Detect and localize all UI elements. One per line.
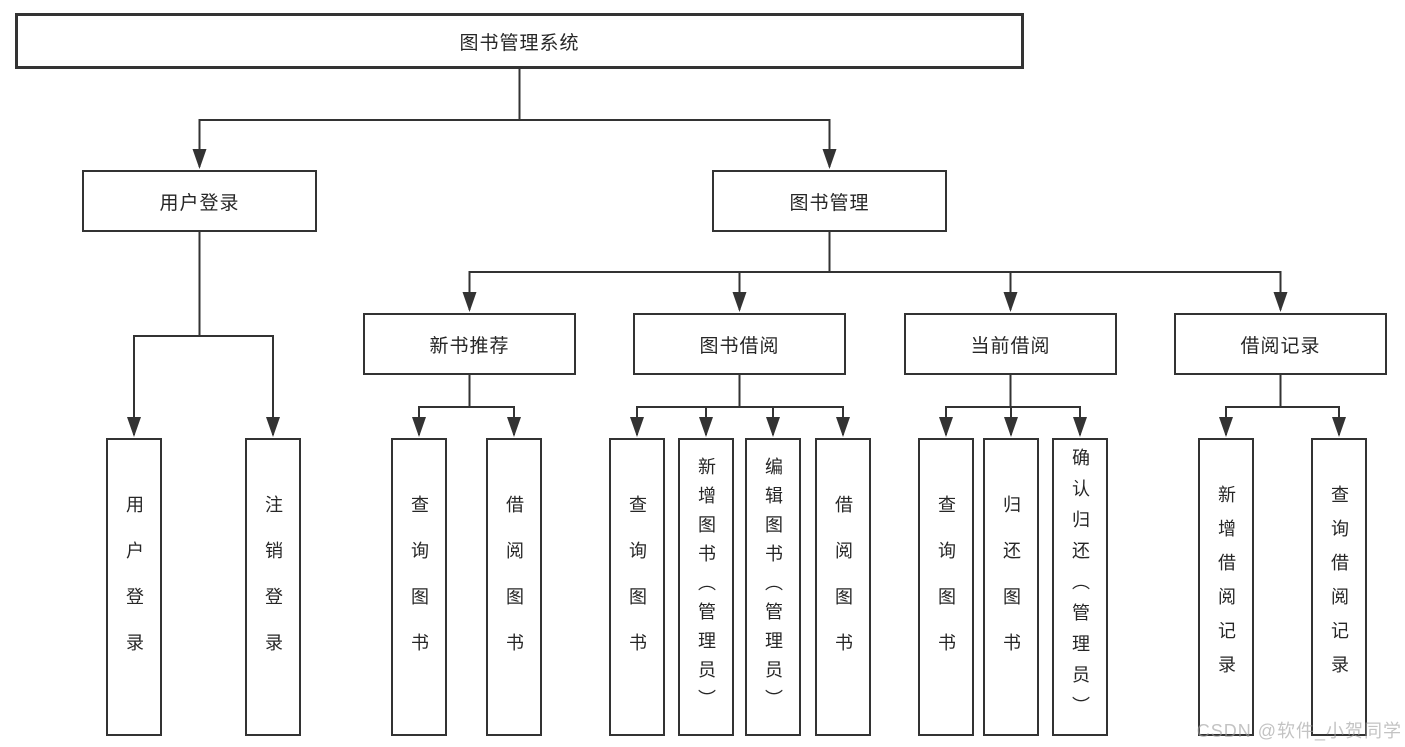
node-label: 查询图书 [409,495,429,679]
node-label: 借阅图书 [504,495,524,679]
node-label: 当前借阅 [970,335,1051,357]
node-cb-confirm-return-admin: 确认归还（管理员） [1052,438,1108,736]
node-label: 查询图书 [627,495,647,679]
node-label: 新书推荐 [429,335,510,357]
node-label: 归还图书 [1001,495,1021,679]
node-label: 用户登录 [159,192,240,214]
node-bb-add-books-admin: 新增图书（管理员） [678,438,734,736]
connector-book-management [468,231,1282,273]
node-label: 图书管理 [789,192,870,214]
node-rec-query-books: 查询图书 [391,438,447,736]
node-label: 图书管理系统 [459,32,580,54]
node-bb-edit-books-admin: 编辑图书（管理员） [745,438,801,736]
node-borrow-record: 借阅记录 [1174,313,1387,375]
node-label: 确认归还（管理员） [1070,447,1090,727]
node-label: 新增借阅记录 [1216,485,1236,689]
node-label: 编辑图书（管理员） [763,456,783,718]
node-label: 查询借阅记录 [1329,485,1349,689]
node-user-login: 用户登录 [82,170,317,232]
connector-current-borrow [945,374,1081,408]
connector-book-borrow [636,374,844,408]
node-new-book-recommend: 新书推荐 [363,313,576,375]
node-cb-query-books: 查询图书 [918,438,974,736]
node-library-management-system: 图书管理系统 [15,13,1024,69]
node-current-borrow: 当前借阅 [904,313,1117,375]
node-br-add-record: 新增借阅记录 [1198,438,1254,736]
node-label: 借阅图书 [833,495,853,679]
node-leaf-logout: 注销登录 [245,438,301,736]
node-label: 图书借阅 [699,335,780,357]
node-cb-return-books: 归还图书 [983,438,1039,736]
node-label: 用户登录 [124,495,144,679]
node-bb-borrow-books: 借阅图书 [815,438,871,736]
node-book-borrow: 图书借阅 [633,313,846,375]
connector-root [198,68,831,121]
watermark: CSDN @软件_小贺同学 [1196,721,1402,741]
node-label: 查询图书 [936,495,956,679]
node-br-query-record: 查询借阅记录 [1311,438,1367,736]
connector-new-book-recommend [418,374,515,408]
node-label: 新增图书（管理员） [696,456,716,718]
node-book-management: 图书管理 [712,170,947,232]
connector-user-login [133,231,274,337]
connector-borrow-record [1225,374,1340,408]
node-bb-query-books: 查询图书 [609,438,665,736]
node-label: 借阅记录 [1240,335,1321,357]
node-rec-borrow-books: 借阅图书 [486,438,542,736]
node-leaf-user-login: 用户登录 [106,438,162,736]
node-label: 注销登录 [263,495,283,679]
